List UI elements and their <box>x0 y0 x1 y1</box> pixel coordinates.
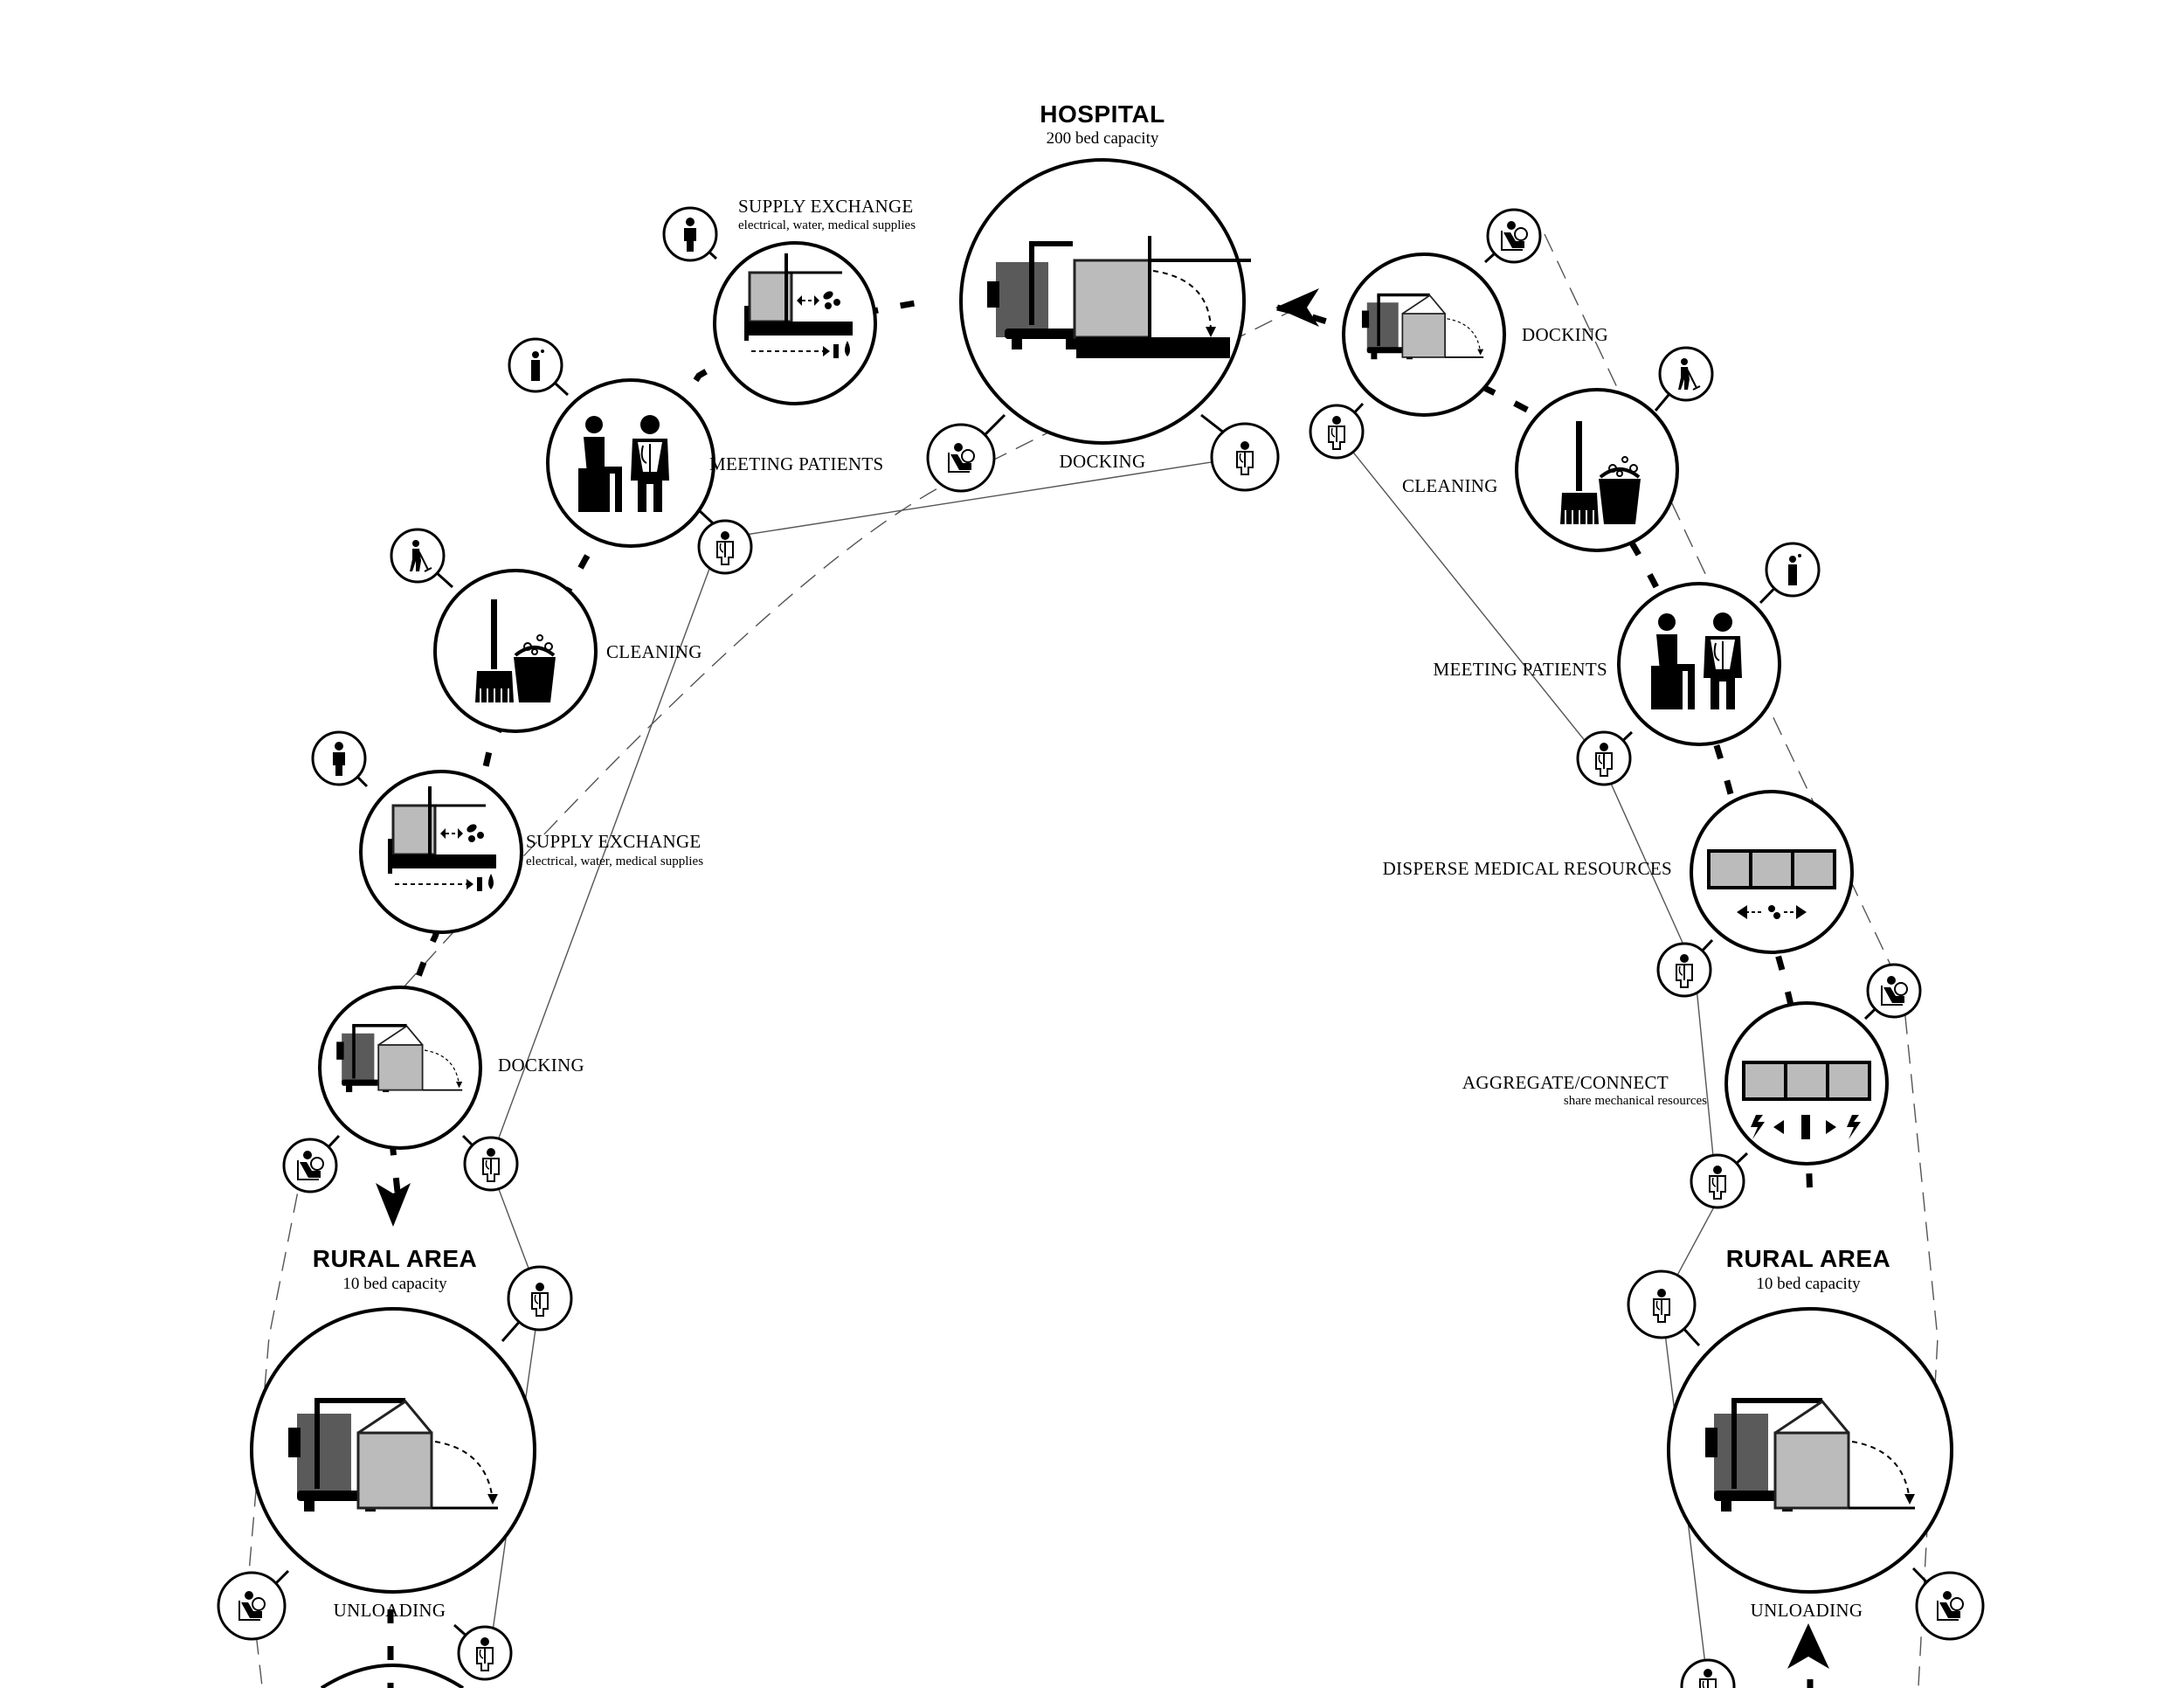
left-docking-node: DOCKING <box>282 986 584 1193</box>
rural-right-title: RURAL AREA <box>1726 1245 1891 1272</box>
hospital-docking-label: DOCKING <box>1060 451 1146 472</box>
right-docking-node: DOCKING <box>1309 208 1608 460</box>
left-docking-label: DOCKING <box>498 1055 584 1076</box>
hospital-capacity: 200 bed capacity <box>1047 129 1159 148</box>
left-supply-exchange-sub: electrical, water, medical supplies <box>738 218 916 232</box>
driver-circle <box>926 423 996 493</box>
route-arrow-icon <box>376 1183 411 1227</box>
right-aggregate-label: AGGREGATE/CONNECT <box>1462 1072 1669 1093</box>
left-meeting-patients-label: MEETING PATIENTS <box>709 453 883 474</box>
right-aggregate-node: AGGREGATE/CONNECT share mechanical resou… <box>1462 963 1922 1209</box>
rural-left-unloading-label: UNLOADING <box>334 1600 446 1621</box>
left-supply-exchange-2-label: SUPPLY EXCHANGE <box>526 831 702 852</box>
left-supply-exchange-label: SUPPLY EXCHANGE <box>738 196 914 217</box>
rural-left-capacity: 10 bed capacity <box>342 1275 447 1293</box>
route-arrow-icon <box>1275 288 1319 327</box>
right-cleaning-node: CLEANING <box>1402 346 1714 552</box>
right-meeting-patients-node: MEETING PATIENTS <box>1434 542 1821 786</box>
right-disperse-label: DISPERSE MEDICAL RESOURCES <box>1383 858 1672 879</box>
left-cleaning-node: CLEANING <box>390 528 702 733</box>
rural-right-capacity: 10 bed capacity <box>1756 1275 1861 1293</box>
medical-module-icon <box>1707 849 1836 889</box>
resource-arrows-icon <box>1737 905 1807 919</box>
left-meeting-patients-node: MEETING PATIENTS <box>508 337 883 575</box>
next-node-arc <box>320 1664 465 1688</box>
right-meeting-patients-label: MEETING PATIENTS <box>1434 659 1607 680</box>
left-supply-exchange-node: SUPPLY EXCHANGE electrical, water, medic… <box>662 196 916 405</box>
left-supply-exchange-2-node: SUPPLY EXCHANGE electrical, water, medic… <box>311 730 703 934</box>
rural-left-title: RURAL AREA <box>313 1245 478 1272</box>
rural-right-node: RURAL AREA 10 bed capacity UNLOADING <box>1627 1245 1985 1688</box>
rural-right-unloading-label: UNLOADING <box>1751 1600 1863 1621</box>
right-cleaning-label: CLEANING <box>1402 475 1498 496</box>
route-arrow-icon <box>1787 1623 1829 1669</box>
right-aggregate-sub: share mechanical resources <box>1564 1094 1707 1108</box>
left-cleaning-label: CLEANING <box>606 641 702 662</box>
power-share-icon <box>1751 1115 1861 1139</box>
left-supply-exchange-2-sub: electrical, water, medical supplies <box>526 854 703 868</box>
medical-module-icon <box>1742 1061 1871 1101</box>
right-disperse-node: DISPERSE MEDICAL RESOURCES <box>1383 790 1854 998</box>
hospital-title: HOSPITAL <box>1040 100 1165 128</box>
right-docking-label: DOCKING <box>1522 324 1608 345</box>
hospital-node: HOSPITAL 200 bed capacity DOCKING <box>926 100 1280 493</box>
rural-left-node: RURAL AREA 10 bed capacity UNLOADING <box>217 1245 573 1688</box>
